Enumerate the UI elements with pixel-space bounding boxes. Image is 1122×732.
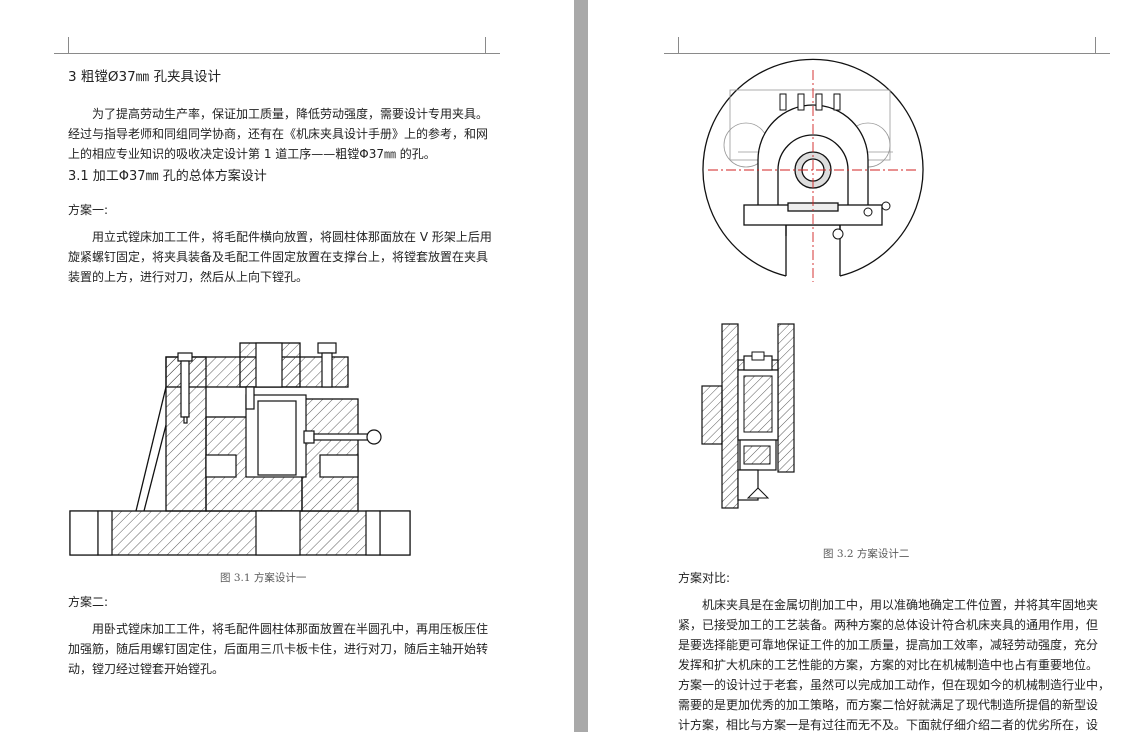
plan2-label: 方案二: <box>68 595 109 609</box>
figure-3-2-section-view <box>701 323 795 509</box>
figure-3-2-top-view <box>702 58 924 282</box>
plan1-line-2: 旋紧螺钉固定，将夹具装备及毛配工件固定放置在支撑台上，将镗套放置在夹具 <box>68 250 489 264</box>
page-gutter <box>574 0 588 732</box>
plan1-line-1: 用立式镗床加工工件，将毛配件横向放置，将圆柱体那面放在 V 形架上后用 <box>92 230 492 244</box>
compare-line-4: 发挥和扩大机床的工艺性能的方案，方案的对比在机械制造中也占有重要地位。 <box>678 658 1099 672</box>
compare-line-5: 方案一的设计过于老套，虽然可以完成加工动作，但在现如今的机械制造行业中， <box>678 678 1111 692</box>
plan2-line-3: 动，镗刀经过镗套开始镗孔。 <box>68 662 225 676</box>
compare-line-3: 是要选择能更可靠地保证工件的加工质量，提高加工效率，减轻劳动强度，充分 <box>678 638 1099 652</box>
compare-line-1: 机床夹具是在金属切削加工中，用以准确地确定工件位置，并将其牢固地夹 <box>702 598 1099 612</box>
plan2-line-1: 用卧式镗床加工工件，将毛配件圆柱体那面放置在半圆孔中，再用压板压住 <box>92 622 489 636</box>
compare-label: 方案对比: <box>678 571 731 585</box>
plan1-line-3: 装置的上方，进行对刀，然后从上向下镗孔。 <box>68 270 309 284</box>
section-title: 3 粗镗Ø37㎜ 孔夹具设计 <box>68 69 221 85</box>
intro-line-3: 上的相应专业知识的吸收决定设计第 1 道工序——粗镗Φ37㎜ 的孔。 <box>68 147 436 161</box>
figure-3-1-caption: 图 3.1 方案设计一 <box>220 572 307 584</box>
intro-line-2: 经过与指导老师和同组同学协商，还有在《机床夹具设计手册》上的参考，和网 <box>68 127 489 141</box>
compare-line-6: 需要的是更加优秀的加工策略，而方案二恰好就满足了现代制造所提倡的新型设 <box>678 698 1099 712</box>
document-page-left: 3 粗镗Ø37㎜ 孔夹具设计 为了提高劳动生产率，保证加工质量，降低劳动强度，需… <box>0 0 574 732</box>
compare-line-7: 计方案，相比与方案一是有过往而无不及。下面就仔细介绍二者的优劣所在，设 <box>678 718 1099 732</box>
intro-line-1: 为了提高劳动生产率，保证加工质量，降低劳动强度，需要设计专用夹具。 <box>92 107 489 121</box>
document-page-right: 图 3.2 方案设计二 方案对比: 机床夹具是在金属切削加工中，用以准确地确定工… <box>588 0 1122 732</box>
figure-3-2-caption: 图 3.2 方案设计二 <box>823 548 910 560</box>
subsection-title: 3.1 加工Φ37㎜ 孔的总体方案设计 <box>68 169 267 184</box>
figure-3-1-drawing <box>69 342 411 556</box>
plan1-label: 方案一: <box>68 203 109 217</box>
plan2-line-2: 加强筋，随后用螺钉固定住，后面用三爪卡板卡住，进行对刀，随后主轴开始转 <box>68 642 489 656</box>
compare-line-2: 紧，已接受加工的工艺装备。两种方案的总体设计符合机床夹具的通用作用，但 <box>678 618 1099 632</box>
